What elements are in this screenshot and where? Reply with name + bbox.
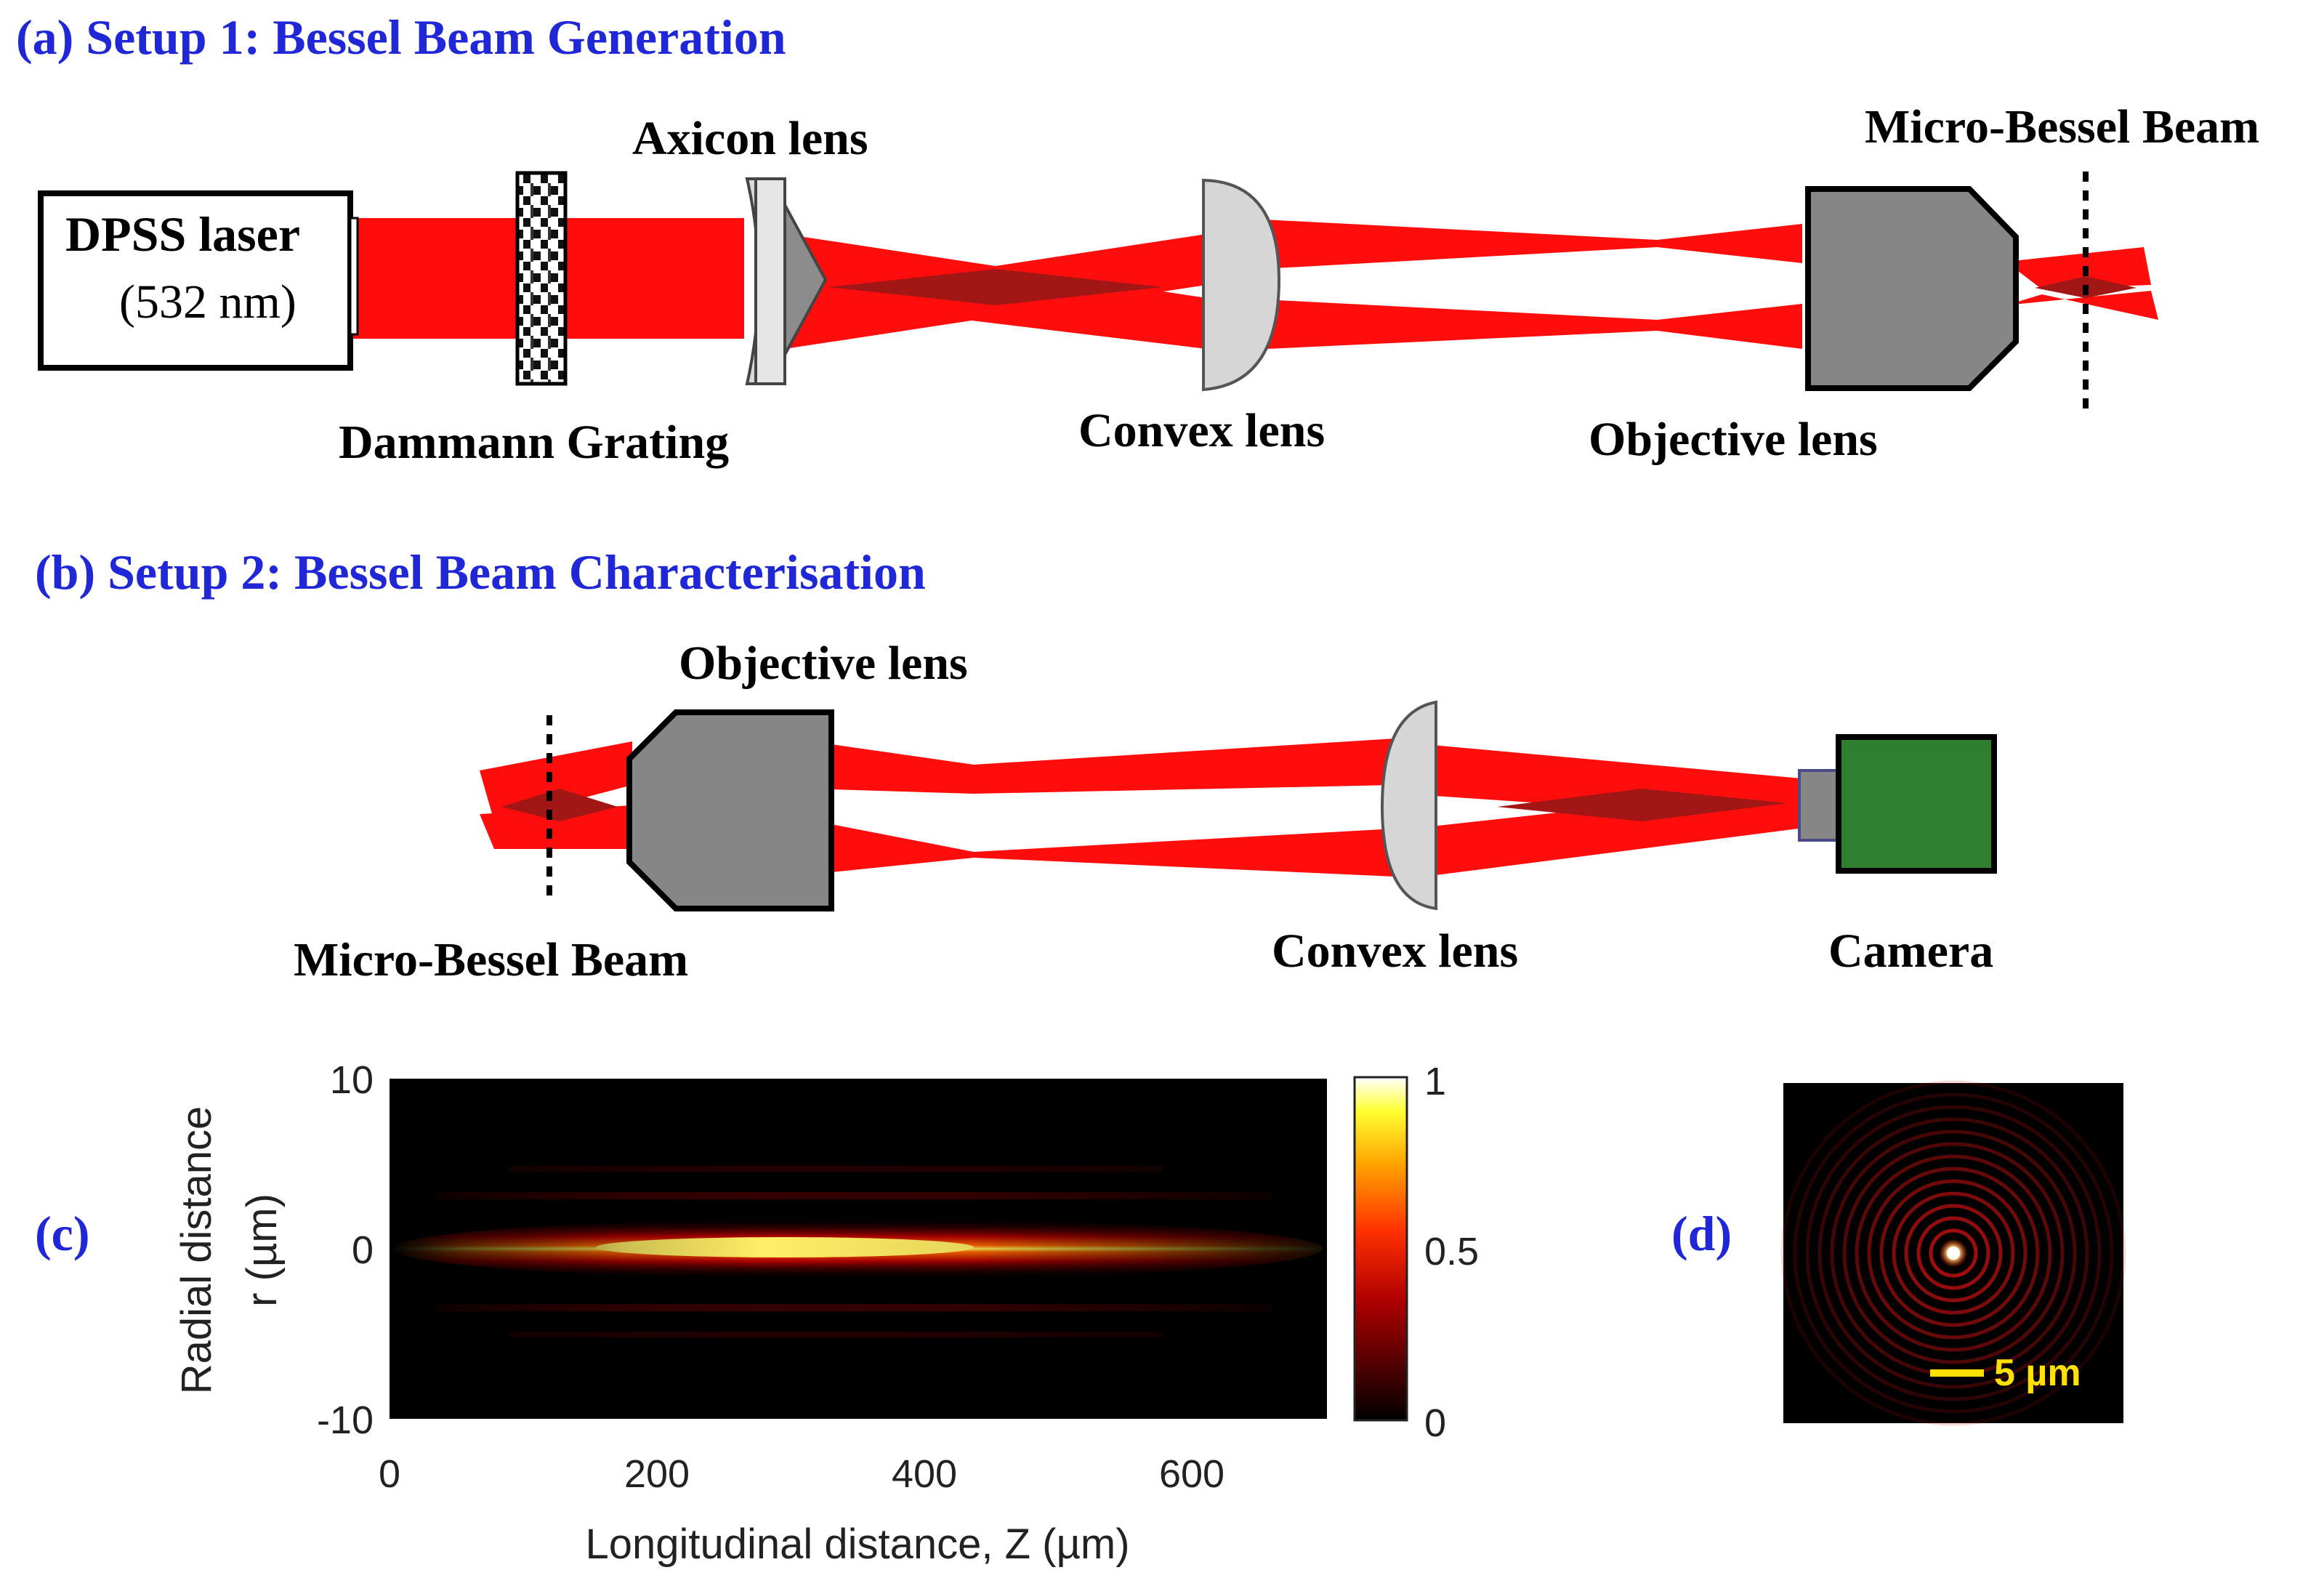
bessel-ring [1842,1142,2065,1364]
y-tick-top: 10 [330,1058,374,1102]
objective-label-2: Objective lens [679,637,968,690]
side-lobe [436,1192,1272,1199]
heatmap-beam [392,1166,1323,1337]
side-lobe [509,1166,1163,1172]
x-tick: 400 [892,1452,957,1496]
bessel-beam-left-lower [480,805,632,849]
grating-label: Dammann Grating [339,416,729,469]
beam-label-2: Micro-Bessel Beam [294,933,688,986]
central-spot-core [1947,1247,1960,1260]
y-tick-mid: 0 [352,1228,374,1272]
objective-label-1: Objective lens [1589,413,1878,466]
colorbar-tick-top: 1 [1424,1060,1446,1103]
side-lobe [436,1304,1272,1311]
side-lobe [509,1332,1163,1337]
objective-lens-1 [1805,186,2019,391]
colorbar-tick-mid: 0.5 [1424,1230,1479,1273]
y-axis-label-line2: r (µm) [238,1193,286,1307]
camera-body [1836,734,1997,874]
x-tick: 200 [624,1452,690,1496]
scalebar-label: 5 µm [1994,1352,2081,1394]
dammann-grating [515,171,568,386]
setup1-title: (a) Setup 1: Bessel Beam Generation [16,9,786,65]
laser-aperture [349,217,359,336]
setup2-title: (b) Setup 2: Bessel Beam Characterisatio… [35,544,926,600]
convex-label-2: Convex lens [1272,925,1518,978]
colorbar: 1 0.5 0 [1353,1060,1479,1445]
relay-beam-upper [1235,218,1802,270]
beam-label-1: Micro-Bessel Beam [1865,100,2259,153]
laser-wavelength: (532 nm) [119,275,296,329]
setup2-beams [480,738,1809,877]
bessel-ring [1892,1191,2015,1315]
camera-label: Camera [1828,925,1993,978]
laser-name: DPSS laser [65,206,300,262]
scalebar [1930,1369,1984,1377]
beam-overlap-3 [501,789,618,821]
bessel-ring [1855,1154,2052,1352]
x-tick: 0 [379,1452,400,1496]
focus-beam-lower [2006,291,2158,320]
axicon-lens [745,177,828,385]
bessel-ring [1780,1080,2126,1426]
beam-peak [596,1237,974,1257]
bessel-cross-section: 5 µm [1780,1080,2126,1426]
relay-beam-2-lower [831,824,1395,877]
bessel-ring [1817,1117,2089,1389]
convex-lens-2 [1380,700,1437,911]
camera-lens-mount [1798,769,1841,842]
colorbar-gradient [1353,1076,1408,1422]
convex-label-1: Convex lens [1078,404,1325,457]
bessel-ring [1879,1179,2028,1327]
colorbar-tick-bottom: 0 [1424,1401,1446,1445]
bessel-ring [1929,1228,1978,1278]
bessel-ring [1793,1092,2114,1414]
objective-lens-2 [626,709,834,911]
x-axis-label: Longitudinal distance, Z (µm) [585,1521,1129,1568]
x-tick: 600 [1159,1452,1224,1496]
relay-beam-lower [1235,298,1802,350]
beam-overlap-1 [828,269,1163,305]
y-tick-bottom: -10 [317,1398,374,1442]
heatmap-y-ticks: 10 0 -10 [317,1058,374,1442]
focus-beam-upper [2006,247,2151,289]
beam-overlap-4 [1497,789,1788,821]
y-axis-label-line1: Radial distance [173,1106,220,1395]
heatmap-plot: 10 0 -10 0 200 400 600 Longitudinal dist… [173,1058,1327,1568]
bessel-ring [1916,1216,1990,1290]
panel-d-label: (d) [1671,1206,1732,1261]
convex-lens-1 [1202,178,1281,392]
relay-beam-2-upper [831,738,1395,794]
axicon-label: Axicon lens [632,112,868,165]
bessel-ring [1904,1204,2003,1303]
heatmap-x-ticks: 0 200 400 600 [379,1452,1224,1496]
bessel-ring [1805,1105,2102,1401]
bessel-ring [1867,1167,2040,1340]
bessel-beam-left-upper [480,741,632,821]
panel-c-label: (c) [35,1206,89,1261]
laser-box [38,190,353,371]
